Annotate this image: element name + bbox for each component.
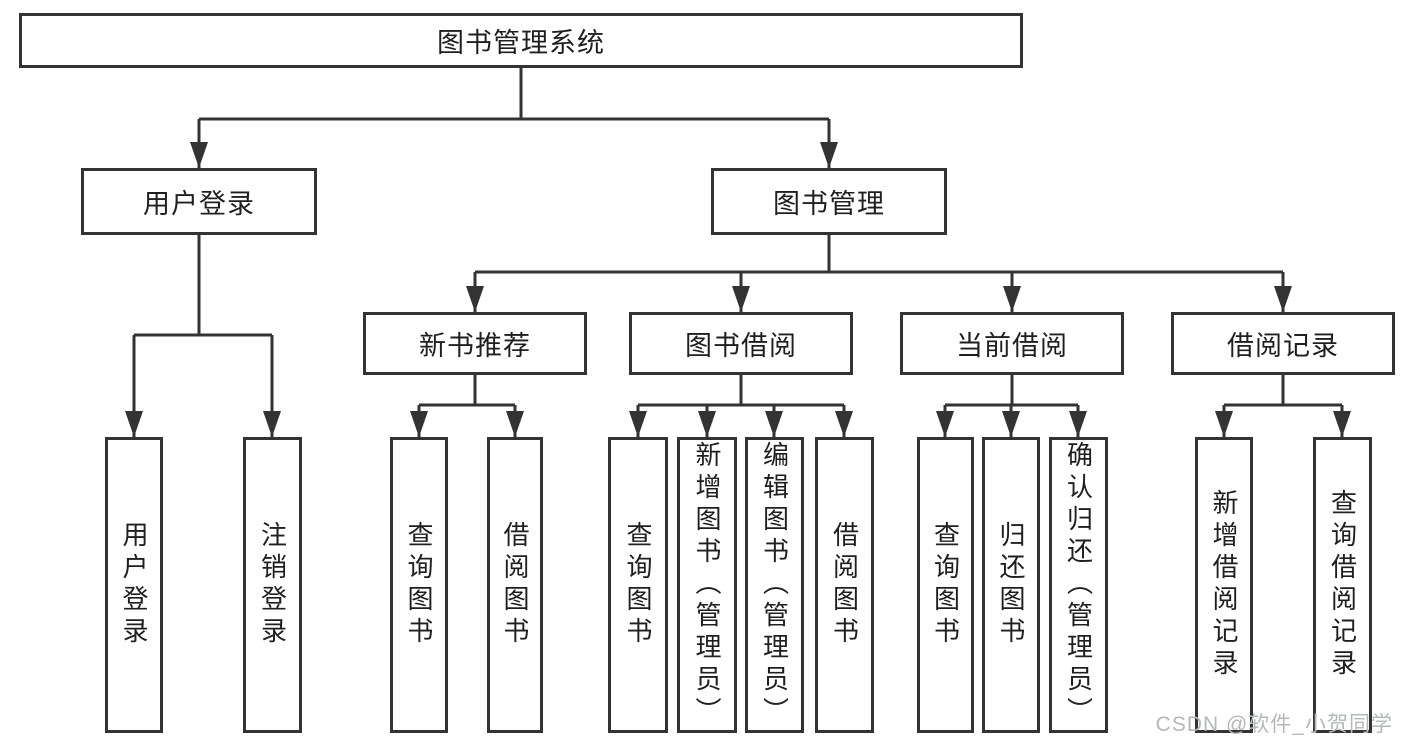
leaf-records-query-record: 查询借阅记录 — [1313, 437, 1372, 733]
leaf-borrowing-edit-book-admin: 编辑图书（管理员） — [745, 437, 804, 733]
leaf-label: 归还图书 — [996, 521, 1026, 649]
leaf-label: 查询图书 — [404, 521, 434, 649]
leaf-newbooks-query-books: 查询图书 — [390, 437, 448, 733]
csdn-watermark: CSDN @软件_小贺同学 — [1155, 713, 1393, 736]
leaf-label: 查询借阅记录 — [1327, 489, 1358, 681]
node-book-management: 图书管理 — [711, 168, 947, 235]
leaf-current-return-books: 归还图书 — [982, 437, 1040, 733]
leaf-label: 编辑图书（管理员） — [759, 441, 790, 729]
leaf-current-query-books: 查询图书 — [917, 437, 974, 733]
leaf-user-login: 用户登录 — [105, 437, 163, 733]
leaf-current-confirm-return-admin: 确认归还（管理员） — [1049, 437, 1108, 733]
leaf-label: 注销登录 — [257, 521, 288, 649]
node-user-login: 用户登录 — [81, 168, 317, 235]
node-borrow-records: 借阅记录 — [1171, 312, 1395, 375]
leaf-label: 查询图书 — [930, 521, 961, 649]
leaf-label: 借阅图书 — [829, 521, 860, 649]
leaf-label: 查询图书 — [623, 521, 653, 649]
leaf-borrowing-add-book-admin: 新增图书（管理员） — [677, 437, 737, 733]
leaf-newbooks-borrow-books: 借阅图书 — [487, 437, 543, 733]
leaf-label: 新增借阅记录 — [1209, 489, 1239, 681]
leaf-label: 确认归还（管理员） — [1063, 441, 1094, 729]
leaf-records-add-record: 新增借阅记录 — [1195, 437, 1253, 733]
leaf-label: 新增图书（管理员） — [692, 441, 722, 729]
node-book-borrowing: 图书借阅 — [629, 312, 853, 375]
node-new-book-recommend: 新书推荐 — [363, 312, 587, 375]
node-root-library-system: 图书管理系统 — [19, 13, 1023, 68]
leaf-logout: 注销登录 — [243, 437, 302, 733]
leaf-label: 借阅图书 — [500, 521, 530, 649]
leaf-borrowing-borrow-books: 借阅图书 — [815, 437, 874, 733]
leaf-borrowing-query-books: 查询图书 — [608, 437, 668, 733]
leaf-label: 用户登录 — [119, 521, 149, 649]
node-current-borrowing: 当前借阅 — [900, 312, 1124, 375]
